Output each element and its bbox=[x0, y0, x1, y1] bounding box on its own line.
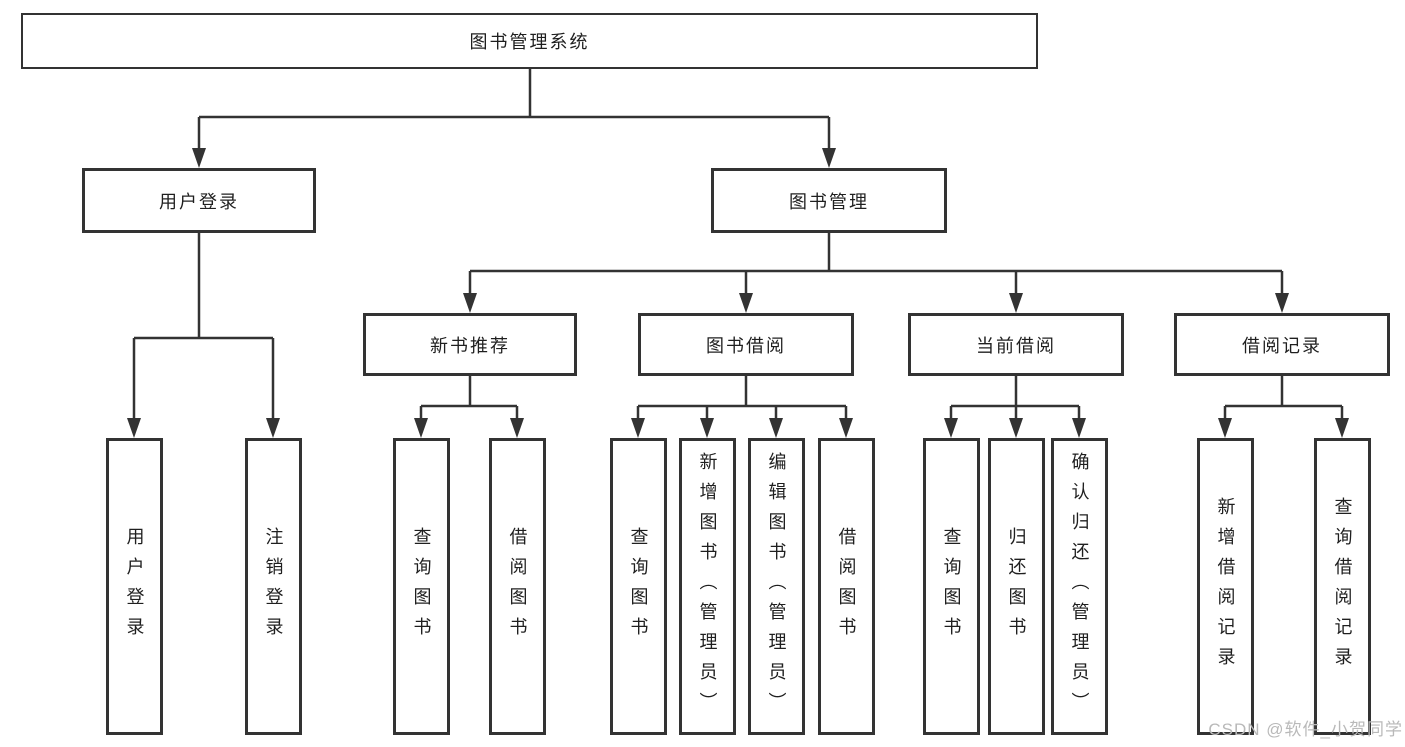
arrow-down-icon bbox=[739, 293, 753, 313]
node-label: 用户登录 bbox=[159, 191, 239, 212]
arrow-down-icon bbox=[1009, 418, 1023, 438]
connector-current-to-leaves bbox=[949, 376, 1081, 428]
node-book-management: 图书管理 bbox=[711, 168, 947, 233]
connector-bookmgmt-to-level3 bbox=[468, 233, 1284, 303]
connector-newbook-to-leaves bbox=[419, 376, 519, 428]
node-label: 图书管理系统 bbox=[469, 32, 590, 52]
node-book-borrowing: 图书借阅 bbox=[638, 313, 854, 376]
node-leaf-add-borrow-record: 新增借阅记录 bbox=[1197, 438, 1254, 735]
node-label: 借阅图书 bbox=[507, 526, 528, 647]
node-library-system: 图书管理系统 bbox=[21, 13, 1038, 69]
node-label: 借阅图书 bbox=[836, 526, 857, 647]
node-label: 查询图书 bbox=[411, 526, 432, 647]
arrow-down-icon bbox=[127, 418, 141, 438]
arrow-down-icon bbox=[944, 418, 958, 438]
node-label: 图书借阅 bbox=[706, 335, 786, 356]
arrow-down-icon bbox=[631, 418, 645, 438]
node-label: 新增图书（管理员） bbox=[697, 451, 718, 722]
connector-root-to-level2 bbox=[197, 69, 831, 158]
arrow-down-icon bbox=[1275, 293, 1289, 313]
node-label: 查询图书 bbox=[941, 526, 962, 647]
arrow-down-icon bbox=[700, 418, 714, 438]
connector-borrowing-to-leaves bbox=[636, 376, 848, 428]
node-leaf-logout: 注销登录 bbox=[245, 438, 302, 735]
arrow-down-icon bbox=[839, 418, 853, 438]
node-label: 查询借阅记录 bbox=[1332, 496, 1353, 677]
arrow-down-icon bbox=[192, 148, 206, 168]
node-leaf-add-books-admin: 新增图书（管理员） bbox=[679, 438, 736, 735]
node-label: 新书推荐 bbox=[430, 335, 510, 356]
arrow-down-icon bbox=[822, 148, 836, 168]
arrow-down-icon bbox=[414, 418, 428, 438]
arrow-down-icon bbox=[510, 418, 524, 438]
arrow-down-icon bbox=[266, 418, 280, 438]
node-new-book-recommend: 新书推荐 bbox=[363, 313, 577, 376]
arrow-down-icon bbox=[1335, 418, 1349, 438]
connector-userlogin-to-leaves bbox=[132, 233, 275, 428]
node-label: 注销登录 bbox=[263, 526, 284, 647]
node-leaf-edit-books-admin: 编辑图书（管理员） bbox=[748, 438, 805, 735]
arrow-down-icon bbox=[1072, 418, 1086, 438]
node-leaf-query-borrow-record: 查询借阅记录 bbox=[1314, 438, 1371, 735]
node-leaf-user-login: 用户登录 bbox=[106, 438, 163, 735]
node-leaf-borrow-books-recommend: 借阅图书 bbox=[489, 438, 546, 735]
node-borrowing-records: 借阅记录 bbox=[1174, 313, 1390, 376]
node-label: 当前借阅 bbox=[976, 335, 1056, 356]
node-label: 图书管理 bbox=[789, 191, 869, 212]
node-label: 借阅记录 bbox=[1242, 335, 1322, 356]
node-leaf-query-books-borrowing: 查询图书 bbox=[610, 438, 667, 735]
node-label: 查询图书 bbox=[628, 526, 649, 647]
node-label: 编辑图书（管理员） bbox=[766, 451, 787, 722]
arrow-down-icon bbox=[769, 418, 783, 438]
node-label: 归还图书 bbox=[1006, 526, 1027, 647]
arrow-down-icon bbox=[1009, 293, 1023, 313]
csdn-watermark: CSDN @软件_小贺同学 bbox=[1208, 720, 1403, 739]
connector-records-to-leaves bbox=[1223, 376, 1344, 428]
node-label: 新增借阅记录 bbox=[1215, 496, 1236, 677]
arrow-down-icon bbox=[463, 293, 477, 313]
node-label: 用户登录 bbox=[124, 526, 145, 647]
node-user-login-group: 用户登录 bbox=[82, 168, 316, 233]
node-label: 确认归还（管理员） bbox=[1069, 451, 1090, 722]
node-leaf-borrow-books: 借阅图书 bbox=[818, 438, 875, 735]
node-leaf-query-books-current: 查询图书 bbox=[923, 438, 980, 735]
node-leaf-return-books: 归还图书 bbox=[988, 438, 1045, 735]
node-leaf-confirm-return-admin: 确认归还（管理员） bbox=[1051, 438, 1108, 735]
node-leaf-query-books-recommend: 查询图书 bbox=[393, 438, 450, 735]
arrow-down-icon bbox=[1218, 418, 1232, 438]
node-current-borrowing: 当前借阅 bbox=[908, 313, 1124, 376]
